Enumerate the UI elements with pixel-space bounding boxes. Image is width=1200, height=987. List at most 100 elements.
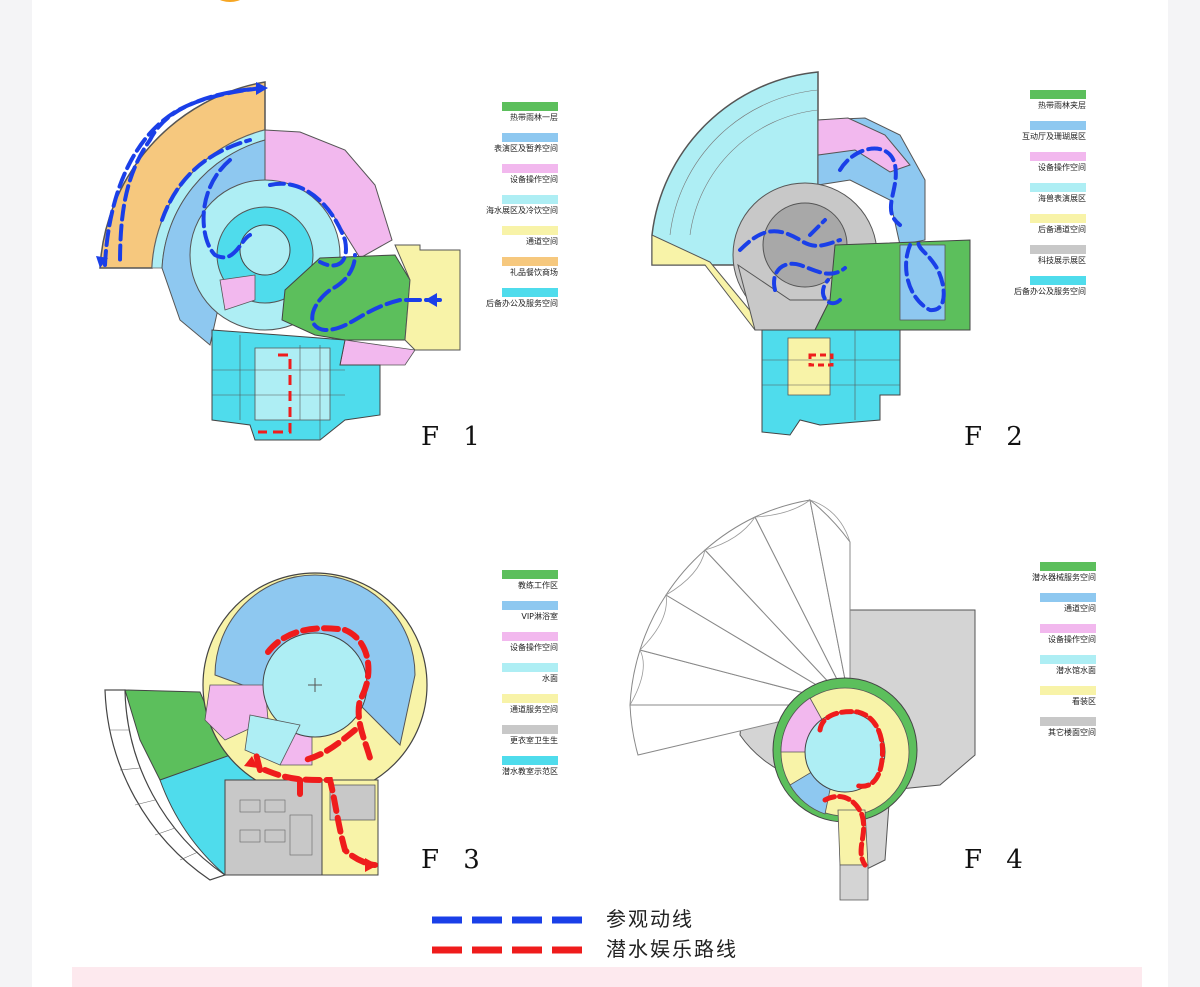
legend-swatch	[502, 756, 558, 765]
legend-item: 热带雨林一层	[480, 102, 558, 133]
legend-label: 设备操作空间	[1048, 635, 1096, 644]
legend-label: 看装区	[1072, 697, 1096, 706]
legend-label: 水面	[542, 674, 558, 683]
legend-item: 设备操作空间	[1018, 624, 1096, 655]
legend-item: 互动厅及珊瑚展区	[1008, 121, 1086, 152]
legend-swatch	[502, 663, 558, 672]
legend-label: 其它楼面空间	[1048, 728, 1096, 737]
legend-swatch	[502, 694, 558, 703]
legend-label: VIP淋浴室	[521, 612, 558, 621]
legend-swatch	[1030, 214, 1086, 223]
legend-swatch	[502, 102, 558, 111]
legend-label: 表演区及暂养空间	[494, 144, 558, 153]
legend-label: 海水展区及冷饮空间	[486, 206, 558, 215]
legend-swatch	[1030, 152, 1086, 161]
legend-item: VIP淋浴室	[480, 601, 558, 632]
floor-plan-f3	[0, 480, 600, 900]
legend-swatch	[502, 133, 558, 142]
legend-label: 通道空间	[1064, 604, 1096, 613]
legend-item: 通道空间	[1018, 593, 1096, 624]
legend-item: 潜水教室示范区	[480, 756, 558, 787]
legend-item: 科技展示展区	[1008, 245, 1086, 276]
legend-item: 后备通道空间	[1008, 214, 1086, 245]
legend-swatch	[502, 570, 558, 579]
legend-item: 海水展区及冷饮空间	[480, 195, 558, 226]
legend-swatch	[1040, 624, 1096, 633]
legend-swatch	[1030, 90, 1086, 99]
legend-item: 热带雨林夹层	[1008, 90, 1086, 121]
legend-swatch	[502, 257, 558, 266]
legend-label: 设备操作空间	[1038, 163, 1086, 172]
legend-swatch	[1040, 655, 1096, 664]
legend-label: 科技展示展区	[1038, 256, 1086, 265]
route-legend: 参观动线 潜水娱乐路线	[430, 903, 770, 963]
route-legend-diving: 潜水娱乐路线	[430, 933, 770, 963]
legend-swatch	[502, 725, 558, 734]
legend-swatch	[502, 195, 558, 204]
legend-item: 海兽表演展区	[1008, 183, 1086, 214]
legend-swatch	[1030, 245, 1086, 254]
visit-route-label: 参观动线	[606, 907, 694, 931]
top-orange-mark	[210, 0, 250, 2]
legend-swatch	[1030, 183, 1086, 192]
legend-item: 潜水馆水面	[1018, 655, 1096, 686]
legend-swatch	[1030, 121, 1086, 130]
legend-swatch	[1040, 717, 1096, 726]
right-margin	[1168, 0, 1200, 987]
legend-label: 礼品餐饮商场	[510, 268, 558, 277]
legend-swatch	[1040, 686, 1096, 695]
legend-f1: 热带雨林一层表演区及暂养空间设备操作空间海水展区及冷饮空间通道空间礼品餐饮商场后…	[480, 102, 558, 319]
floor-label-f2: F 2	[964, 422, 1031, 452]
legend-item: 设备操作空间	[480, 632, 558, 663]
legend-label: 互动厅及珊瑚展区	[1022, 132, 1086, 141]
legend-item: 礼品餐饮商场	[480, 257, 558, 288]
floor-plan-f1	[0, 0, 600, 480]
legend-f4: 潜水器械服务空间通道空间设备操作空间潜水馆水面看装区其它楼面空间	[1018, 562, 1096, 748]
legend-label: 设备操作空间	[510, 643, 558, 652]
legend-swatch	[502, 226, 558, 235]
legend-label: 后备通道空间	[1038, 225, 1086, 234]
legend-swatch	[1040, 593, 1096, 602]
legend-item: 水面	[480, 663, 558, 694]
legend-swatch	[502, 288, 558, 297]
legend-label: 设备操作空间	[510, 175, 558, 184]
legend-label: 教练工作区	[518, 581, 558, 590]
blue-dashed-line-icon	[432, 916, 588, 924]
legend-label: 后备办公及服务空间	[486, 299, 558, 308]
legend-item: 教练工作区	[480, 570, 558, 601]
left-margin	[0, 0, 32, 987]
legend-label: 热带雨林夹层	[1038, 101, 1086, 110]
legend-item: 后备办公及服务空间	[480, 288, 558, 319]
legend-swatch	[502, 601, 558, 610]
legend-label: 潜水教室示范区	[502, 767, 558, 776]
legend-label: 海兽表演展区	[1038, 194, 1086, 203]
bottom-strip	[72, 967, 1142, 987]
legend-label: 潜水器械服务空间	[1032, 573, 1096, 582]
legend-item: 表演区及暂养空间	[480, 133, 558, 164]
legend-swatch	[1040, 562, 1096, 571]
legend-label: 潜水馆水面	[1056, 666, 1096, 675]
legend-item: 更衣室卫生生	[480, 725, 558, 756]
diving-route-label: 潜水娱乐路线	[606, 937, 738, 961]
floor-label-f1: F 1	[421, 422, 488, 452]
legend-item: 设备操作空间	[480, 164, 558, 195]
legend-f2: 热带雨林夹层互动厅及珊瑚展区设备操作空间海兽表演展区后备通道空间科技展示展区后备…	[1008, 90, 1086, 307]
floor-plan-f4	[600, 480, 1200, 901]
legend-swatch	[1030, 276, 1086, 285]
floor-label-f3: F 3	[421, 845, 488, 875]
legend-item: 通道服务空间	[480, 694, 558, 725]
legend-label: 更衣室卫生生	[510, 736, 558, 745]
floor-label-f4: F 4	[964, 845, 1031, 875]
legend-label: 通道服务空间	[510, 705, 558, 714]
red-dashed-line-icon	[432, 946, 588, 954]
legend-label: 通道空间	[526, 237, 558, 246]
legend-label: 热带雨林一层	[510, 113, 558, 122]
legend-f3: 教练工作区 VIP淋浴室设备操作空间水面通道服务空间更衣室卫生生潜水教室示范区	[480, 570, 558, 787]
legend-swatch	[502, 164, 558, 173]
legend-item: 看装区	[1018, 686, 1096, 717]
legend-item: 潜水器械服务空间	[1018, 562, 1096, 593]
legend-item: 其它楼面空间	[1018, 717, 1096, 748]
floor-plan-f2	[600, 0, 1200, 480]
legend-swatch	[502, 632, 558, 641]
legend-label: 后备办公及服务空间	[1014, 287, 1086, 296]
